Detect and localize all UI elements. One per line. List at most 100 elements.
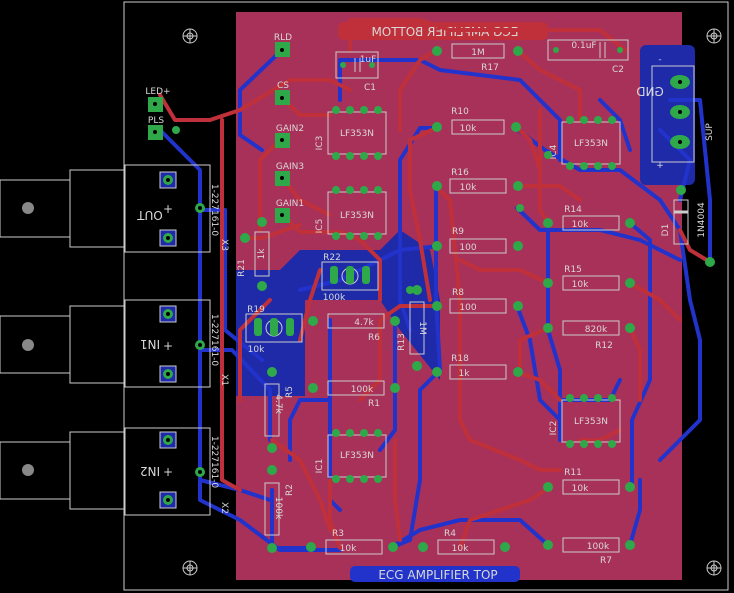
resistor-r16 [432,178,523,194]
bnc-pads [159,171,205,509]
board-outline [123,1,729,591]
r12-ref: R12 [595,341,613,351]
header-gain2-label: GAIN2 [276,124,304,134]
supply-minus: - [658,55,661,65]
connector-x3-part: 1-227161-0 [209,184,219,237]
r15-ref: R15 [564,265,582,275]
r5-value: 4.7k [273,394,283,414]
r5-ref: R5 [285,386,295,398]
r19-value: 10k [248,345,265,355]
ic3-ref: IC3 [315,136,325,151]
ic-ic2 [561,394,621,448]
supply-gnd-label: GND [636,85,664,99]
ic2-part: LF353N [574,417,608,427]
connector-x2-part: 1-227161-0 [209,436,219,489]
ic1-ref: IC1 [315,459,325,474]
cap-c2-value: 0.1uF [571,41,596,51]
cap-c2-ref: C2 [612,65,624,75]
header-gain1-label: GAIN1 [276,199,304,209]
title-top: ECG AMPLIFIER TOP [378,568,497,582]
resistor-r6 [308,313,400,329]
ic2-ref: IC2 [549,421,559,436]
ic3-part: LF353N [340,129,374,139]
resistor-r5 [264,367,280,453]
r22-ref: R22 [323,253,341,263]
header-rld-label: RLD [274,33,292,43]
r4-value: 10k [452,544,469,554]
r21-ref: R21 [237,259,247,277]
resistor-r7 [543,537,635,553]
connector-x1-signal: IN1 [140,337,160,351]
connector-x2-plus: + [163,465,173,479]
resistor-r14 [543,215,635,231]
r3-value: 10k [340,544,357,554]
resistor-r3 [306,539,398,555]
resistor-r2 [264,465,280,553]
ic5-part: LF353N [340,211,374,221]
r8-ref: R8 [452,288,464,298]
connector-x2-ref: X2 [219,502,229,514]
r8-value: 100 [459,303,476,313]
resistor-r10 [432,119,521,135]
connector-x3-signal: OUT [137,208,163,222]
r14-value: 10k [572,220,589,230]
r7-value: 100k [587,542,610,552]
resistor-r8 [432,298,523,314]
ic4-part: LF353N [574,139,608,149]
connector-x1-part: 1-227161-0 [209,314,219,367]
r22-value: 100k [323,293,346,303]
r15-value: 10k [572,280,589,290]
r16-value: 10k [460,183,477,193]
resistor-r1 [308,380,400,396]
supply-connector [651,65,695,163]
r2-ref: R2 [285,484,295,496]
r3-ref: R3 [332,529,344,539]
resistor-r4 [418,539,510,555]
diode-d1 [673,185,715,267]
r13-ref: R13 [397,333,407,351]
bnc-connector-in2 [0,427,211,516]
connector-x1-plus: + [163,339,173,353]
header-gain3-label: GAIN3 [276,162,304,172]
connector-x3-plus: + [163,202,173,216]
supply-plus: + [656,161,664,171]
r9-value: 100 [459,243,476,253]
header-pads [148,42,290,223]
header-led-label: LED+ [145,87,170,97]
ic-ic3 [327,106,387,160]
supply-sup-label: SUP [705,123,715,141]
resistor-r9 [432,238,523,254]
connector-x2-signal: IN2 [140,464,160,478]
r21-value: 1k [257,248,267,260]
r1-ref: R1 [368,399,380,409]
connector-x3-ref: X3 [219,239,229,251]
r4-ref: R4 [444,529,456,539]
trimpot-r22 [321,261,379,291]
ic1-part: LF353N [340,451,374,461]
r7-ref: R7 [600,556,612,566]
ic-ic4 [561,116,621,170]
r14-ref: R14 [564,205,582,215]
r11-value: 10k [572,484,589,494]
mounting-holes [182,28,722,576]
resistor-r11 [543,479,635,495]
mounting-hole [706,560,722,576]
r6-ref: R6 [368,333,380,343]
resistor-r17 [432,43,523,59]
r9-ref: R9 [452,227,464,237]
resistor-r18 [432,364,523,380]
ic-ic5 [327,186,387,240]
r2-value: 100k [273,497,283,520]
capacitor-c1 [335,51,379,79]
title-bottom-plate [338,22,548,40]
resistor-r12 [543,320,635,336]
r17-ref: R17 [481,63,499,73]
resistor-r13 [409,285,425,371]
resistor-r15 [543,275,635,291]
r10-ref: R10 [451,107,469,117]
r17-value: 1M [471,48,485,58]
mounting-hole [182,560,198,576]
header-cs-label: CS [277,81,289,91]
r18-ref: R18 [451,354,469,364]
